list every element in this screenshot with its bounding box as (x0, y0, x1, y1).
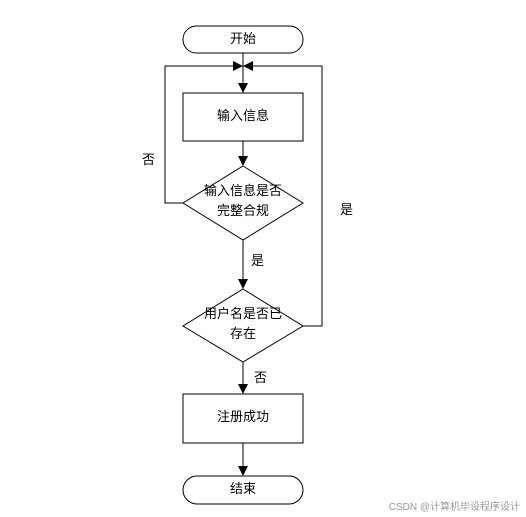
start-label: 开始 (229, 32, 256, 47)
input-label: 输入信息 (216, 109, 269, 124)
watermark-text: CSDN @计算机毕设程序设计 (388, 502, 520, 513)
compliance-label: 输入信息是否 完整合规 (188, 184, 298, 220)
exists-label-line-1: 用户名是否已 (203, 307, 282, 322)
edge-compliance-no-loop (164, 61, 243, 204)
exists-label-line-2: 存在 (229, 327, 256, 342)
edge-label-compliance-yes: 是 (251, 254, 265, 269)
edge-exists-yes-loop (243, 61, 323, 327)
end-label: 结束 (229, 482, 256, 497)
compliance-label-line-1: 输入信息是否 (203, 184, 282, 199)
edge-label-exists-yes: 是 (340, 203, 354, 218)
success-label: 注册成功 (216, 410, 269, 425)
input-process-box (182, 92, 304, 142)
exists-label: 用户名是否已 存在 (188, 307, 298, 343)
compliance-label-line-2: 完整合规 (216, 204, 269, 219)
success-process-box (182, 393, 304, 444)
edge-label-exists-no: 否 (254, 371, 268, 386)
end-terminal (182, 475, 304, 505)
edge-label-compliance-no: 否 (142, 153, 156, 168)
